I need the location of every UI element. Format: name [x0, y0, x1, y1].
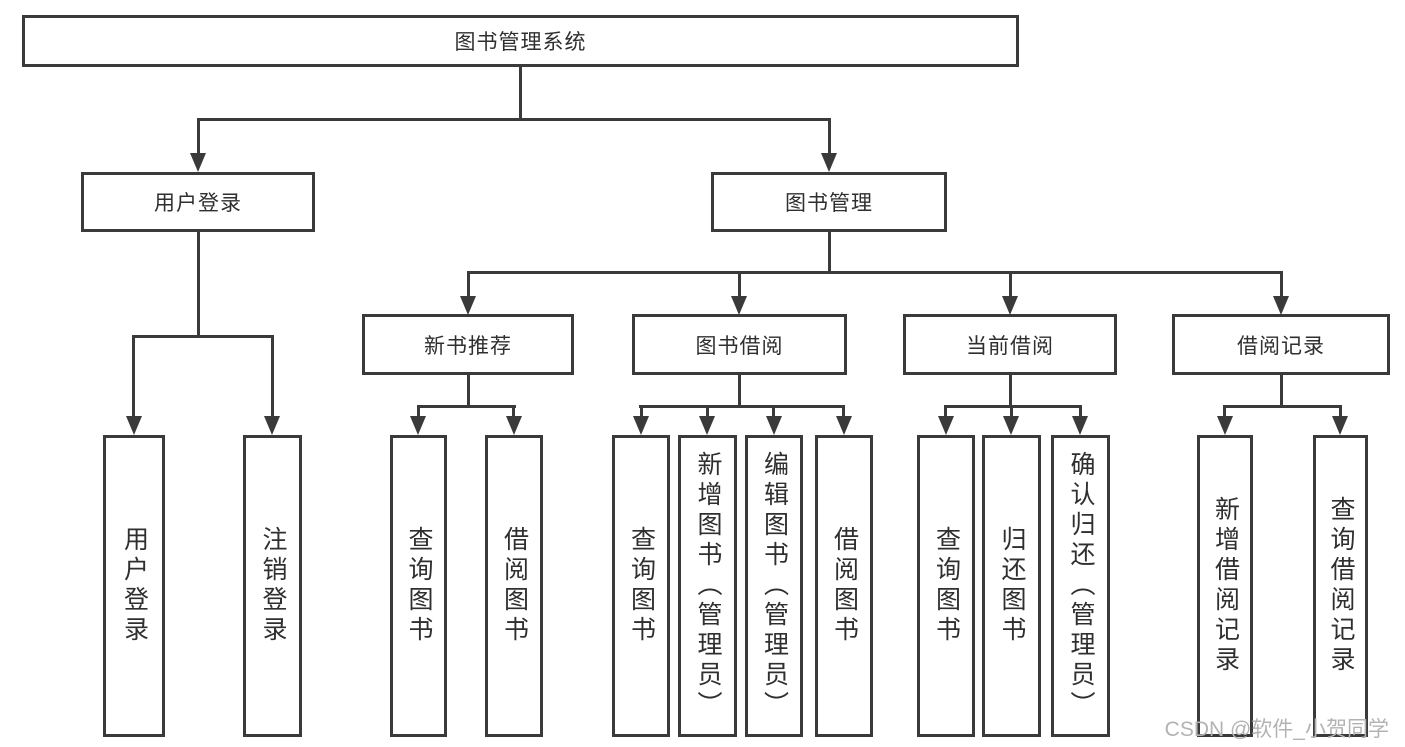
connector-line	[1223, 405, 1342, 408]
leaf-add-borrow-record: 新增借阅记录	[1197, 435, 1253, 737]
connector-line	[1009, 375, 1012, 407]
leaf-query-books-current-label: 查询图书	[932, 526, 961, 646]
arrow-down-icon	[126, 416, 142, 435]
connector-line	[738, 271, 741, 298]
leaf-return-books: 归还图书	[982, 435, 1041, 737]
connector-line	[738, 375, 741, 407]
arrow-down-icon	[190, 153, 206, 172]
arrow-down-icon	[633, 416, 649, 435]
connector-line	[197, 232, 200, 336]
connector-line	[639, 405, 845, 408]
arrow-down-icon	[766, 416, 782, 435]
arrow-down-icon	[1217, 416, 1233, 435]
watermark: CSDN @软件_小贺同学	[1164, 718, 1389, 741]
node-book-management: 图书管理	[711, 172, 947, 232]
leaf-query-books-current: 查询图书	[917, 435, 975, 737]
connector-line	[467, 271, 470, 298]
arrow-down-icon	[938, 416, 954, 435]
arrow-down-icon	[506, 416, 522, 435]
connector-line	[772, 405, 775, 418]
leaf-add-books-admin-label: 新增图书（管理员）	[694, 451, 722, 721]
connector-line	[828, 118, 831, 155]
arrow-down-icon	[264, 416, 280, 435]
node-borrow-records: 借阅记录	[1172, 314, 1390, 375]
node-user-login-label: 用户登录	[154, 192, 242, 215]
leaf-add-borrow-record-label: 新增借阅记录	[1211, 496, 1240, 676]
arrow-down-icon	[410, 416, 426, 435]
arrow-down-icon	[1332, 416, 1348, 435]
node-root: 图书管理系统	[22, 15, 1019, 67]
node-new-book-recommend: 新书推荐	[362, 314, 574, 375]
connector-line	[944, 405, 947, 418]
node-user-login: 用户登录	[81, 172, 315, 232]
leaf-confirm-return-admin-label: 确认归还（管理员）	[1067, 451, 1095, 721]
connector-line	[828, 232, 831, 273]
connector-line	[1009, 271, 1012, 298]
connector-line	[1079, 405, 1082, 418]
leaf-logout-label: 注销登录	[259, 526, 287, 646]
node-book-borrow-label: 图书借阅	[695, 334, 784, 358]
connector-line	[842, 405, 845, 418]
leaf-add-books-admin: 新增图书（管理员）	[678, 435, 737, 737]
node-current-borrow: 当前借阅	[903, 314, 1117, 375]
connector-line	[132, 335, 135, 418]
node-root-label: 图书管理系统	[454, 31, 587, 54]
node-borrow-records-label: 借阅记录	[1237, 334, 1325, 358]
leaf-user-login: 用户登录	[103, 435, 165, 737]
arrow-down-icon	[1002, 296, 1018, 315]
leaf-query-books-recommend-label: 查询图书	[405, 526, 433, 646]
arrow-down-icon	[836, 416, 852, 435]
connector-line	[132, 335, 274, 338]
arrow-down-icon	[1003, 416, 1019, 435]
arrow-down-icon	[699, 416, 715, 435]
connector-line	[467, 271, 1282, 274]
leaf-borrow-books-recommend-label: 借阅图书	[500, 526, 529, 646]
leaf-query-borrow-record: 查询借阅记录	[1313, 435, 1368, 737]
leaf-edit-books-admin-label: 编辑图书（管理员）	[760, 451, 789, 721]
node-book-borrow: 图书借阅	[632, 314, 847, 375]
leaf-query-books-recommend: 查询图书	[390, 435, 447, 737]
leaf-query-books-borrow: 查询图书	[612, 435, 670, 737]
leaf-query-borrow-record-label: 查询借阅记录	[1327, 496, 1355, 676]
connector-line	[640, 405, 643, 418]
leaf-borrow-books: 借阅图书	[815, 435, 873, 737]
leaf-return-books-label: 归还图书	[998, 526, 1026, 646]
arrow-down-icon	[1072, 416, 1088, 435]
connector-line	[1280, 375, 1283, 407]
connector-line	[1010, 405, 1013, 418]
connector-line	[512, 405, 515, 418]
node-book-management-label: 图书管理	[785, 192, 873, 215]
leaf-borrow-books-label: 借阅图书	[830, 526, 859, 646]
leaf-logout: 注销登录	[243, 435, 302, 737]
node-current-borrow-label: 当前借阅	[966, 334, 1054, 358]
connector-line	[197, 118, 200, 155]
leaf-confirm-return-admin: 确认归还（管理员）	[1051, 435, 1110, 737]
connector-line	[706, 405, 709, 418]
leaf-edit-books-admin: 编辑图书（管理员）	[745, 435, 803, 737]
arrow-down-icon	[821, 153, 837, 172]
arrow-down-icon	[460, 296, 476, 315]
leaf-user-login-label: 用户登录	[120, 526, 149, 646]
node-new-book-recommend-label: 新书推荐	[424, 334, 512, 358]
connector-line	[1280, 271, 1283, 298]
arrow-down-icon	[1273, 296, 1289, 315]
connector-line	[271, 335, 274, 418]
connector-line	[1339, 405, 1342, 418]
arrow-down-icon	[731, 296, 747, 315]
connector-line	[467, 375, 470, 407]
leaf-query-books-borrow-label: 查询图书	[627, 526, 656, 646]
connector-line	[519, 67, 522, 121]
connector-line	[417, 405, 516, 408]
connector-line	[1223, 405, 1226, 418]
connector-line	[417, 405, 420, 418]
connector-line	[197, 118, 831, 121]
leaf-borrow-books-recommend: 借阅图书	[485, 435, 543, 737]
